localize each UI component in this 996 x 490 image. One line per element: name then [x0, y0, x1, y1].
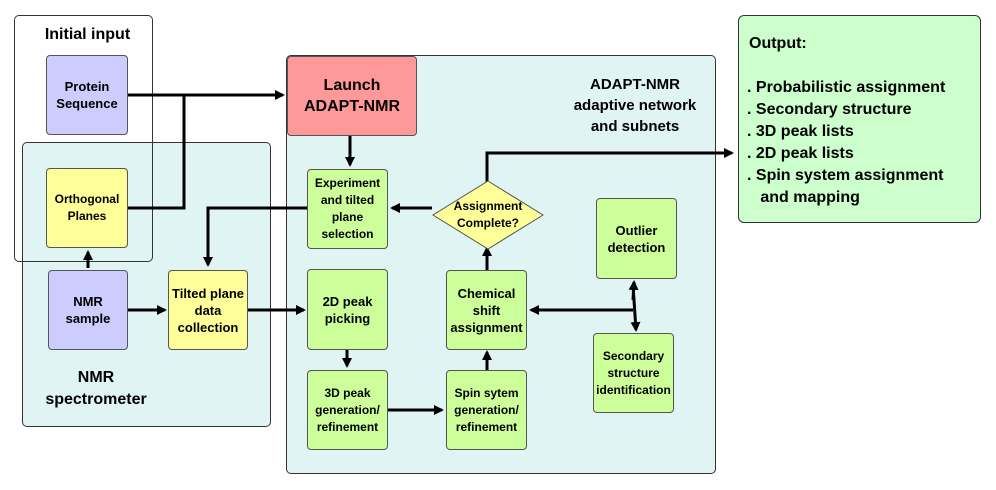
arrow-assignment-to-output [485, 148, 734, 182]
launch-adapt-nmr-box: Launch ADAPT-NMR [287, 56, 417, 136]
output-list: . Probabilistic assignment . Secondary s… [747, 77, 945, 209]
spin-system-box: Spin sytem generation/ refinement [446, 370, 527, 450]
arrow-experiment-to-tilted [203, 206, 307, 267]
output-item: . Secondary structure [747, 101, 912, 118]
output-item: . Probabilistic assignment [747, 79, 946, 96]
2d-peak-picking-box: 2D peak picking [307, 269, 388, 350]
orthogonal-planes-box: Orthogonal Planes [46, 168, 128, 248]
experiment-selection-box: Experiment and tilted plane selection [307, 169, 388, 249]
chemical-shift-assignment-box: Chemical shift assignment [446, 270, 527, 350]
assignment-complete-diamond [432, 180, 544, 250]
nmr-sample-box: NMR sample [48, 270, 128, 350]
output-item: . 2D peak lists [747, 145, 854, 162]
nmr-spectrometer-label: NMR spectrometer [45, 369, 147, 408]
3d-peak-generation-box: 3D peak generation/ refinement [307, 370, 388, 450]
outlier-detection-box: Outlier detection [596, 198, 677, 279]
adapt-nmr-region-label: ADAPT-NMR adaptive network and subnets [573, 76, 697, 135]
arrow-planes-to-launch [128, 95, 186, 210]
output-item: . Spin system assignment [747, 167, 944, 184]
initial-input-region [14, 15, 153, 262]
initial-input-label: Initial input [31, 22, 144, 48]
tilted-plane-box: Tilted plane data collection [168, 270, 248, 350]
output-item: . 3D peak lists [747, 123, 854, 140]
secondary-structure-box: Secondary structure identification [593, 333, 674, 413]
assignment-complete-label: Assignment Complete? [453, 199, 523, 230]
arrow-secondary-outlier [628, 280, 639, 301]
output-item: and mapping [747, 189, 860, 206]
output-title: Output: [749, 35, 807, 52]
output-panel [738, 15, 981, 223]
protein-sequence-box: Protein Sequence [46, 55, 128, 135]
